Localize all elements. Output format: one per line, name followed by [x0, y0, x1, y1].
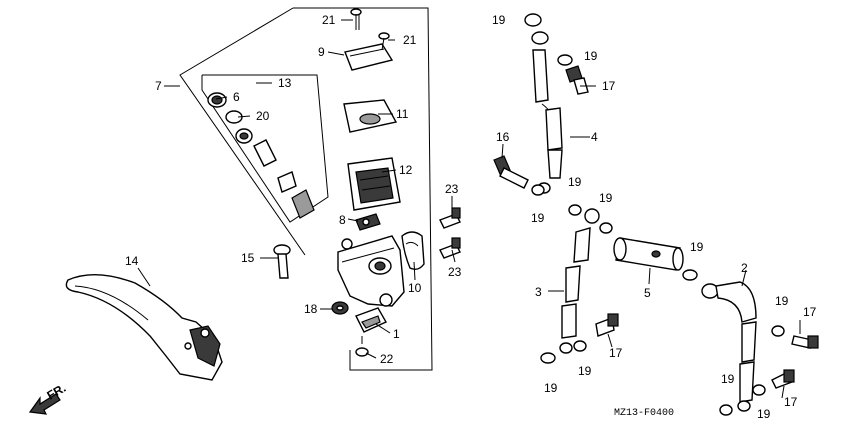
diagram-code: MZ13-F0400: [614, 408, 674, 419]
master-cylinder-body: [337, 235, 405, 333]
screw-21a: [350, 8, 362, 30]
bolt-23b: [439, 237, 461, 259]
nut-18: [331, 301, 349, 315]
callout-5: 5: [644, 286, 651, 300]
callout-19d: 19: [568, 175, 582, 189]
pivot-bolt-15: [273, 244, 291, 279]
callout-22: 22: [380, 352, 394, 366]
callout-16: 16: [496, 130, 510, 144]
piston-kit: [207, 92, 315, 219]
callout-17b: 17: [609, 346, 623, 360]
reservoir-plate: [343, 99, 398, 133]
callout-7: 7: [155, 79, 162, 93]
callout-23b: 23: [448, 265, 462, 279]
oil-bolt-17d: [771, 369, 795, 389]
callout-14: 14: [125, 254, 139, 268]
screw-22: [355, 336, 369, 357]
callout-15: 15: [241, 251, 255, 265]
brake-lever: [65, 273, 223, 381]
front-direction-arrow: FR.: [28, 381, 68, 415]
callout-11: 11: [396, 107, 409, 121]
callout-9: 9: [318, 45, 325, 59]
callout-23a: 23: [445, 182, 459, 196]
oil-bolt-17c: [791, 335, 819, 349]
callout-19h: 19: [578, 364, 592, 378]
callout-12: 12: [399, 163, 413, 177]
holder: [401, 231, 425, 271]
callout-10: 10: [408, 281, 422, 295]
brake-hose-2: [701, 281, 757, 412]
callout-19k: 19: [757, 407, 771, 421]
bolt-16: [493, 155, 529, 189]
callout-19g: 19: [544, 381, 558, 395]
callouts: 1 2 3 4 5 6 7 8 9 10 11 12 13 14 15 16 1…: [125, 13, 817, 421]
callout-1: 1: [393, 327, 400, 341]
callout-17a: 17: [602, 79, 616, 93]
sealing-washers: [531, 54, 785, 416]
callout-2: 2: [741, 261, 748, 275]
callout-3: 3: [535, 285, 542, 299]
callout-8: 8: [339, 213, 346, 227]
callout-19f: 19: [690, 240, 704, 254]
callout-17d: 17: [784, 395, 798, 409]
callout-21a: 21: [322, 13, 336, 27]
leader-lines: [137, 19, 801, 399]
callout-17c: 17: [803, 305, 817, 319]
callout-4: 4: [591, 130, 598, 144]
screw-21b: [378, 32, 390, 51]
callout-18: 18: [304, 302, 318, 316]
callout-19e: 19: [599, 191, 613, 205]
oil-bolt-17b: [595, 313, 619, 337]
callout-19c: 19: [531, 211, 545, 225]
reservoir-diaphragm: [347, 157, 401, 211]
callout-19j: 19: [721, 372, 735, 386]
callout-19b: 19: [584, 49, 598, 63]
callout-19i: 19: [775, 294, 789, 308]
callout-20: 20: [256, 109, 270, 123]
callout-21b: 21: [403, 33, 417, 47]
three-way-joint: [613, 237, 684, 271]
callout-6: 6: [233, 90, 240, 104]
bolt-23a: [439, 207, 461, 229]
reservoir-cap: [344, 43, 394, 71]
callout-19a: 19: [492, 13, 506, 27]
brake-switch: [355, 213, 381, 231]
brake-hose-3: [559, 208, 600, 354]
callout-13: 13: [278, 76, 292, 90]
oil-bolt-17a: [565, 65, 589, 95]
brake-hose-4: [524, 13, 563, 194]
